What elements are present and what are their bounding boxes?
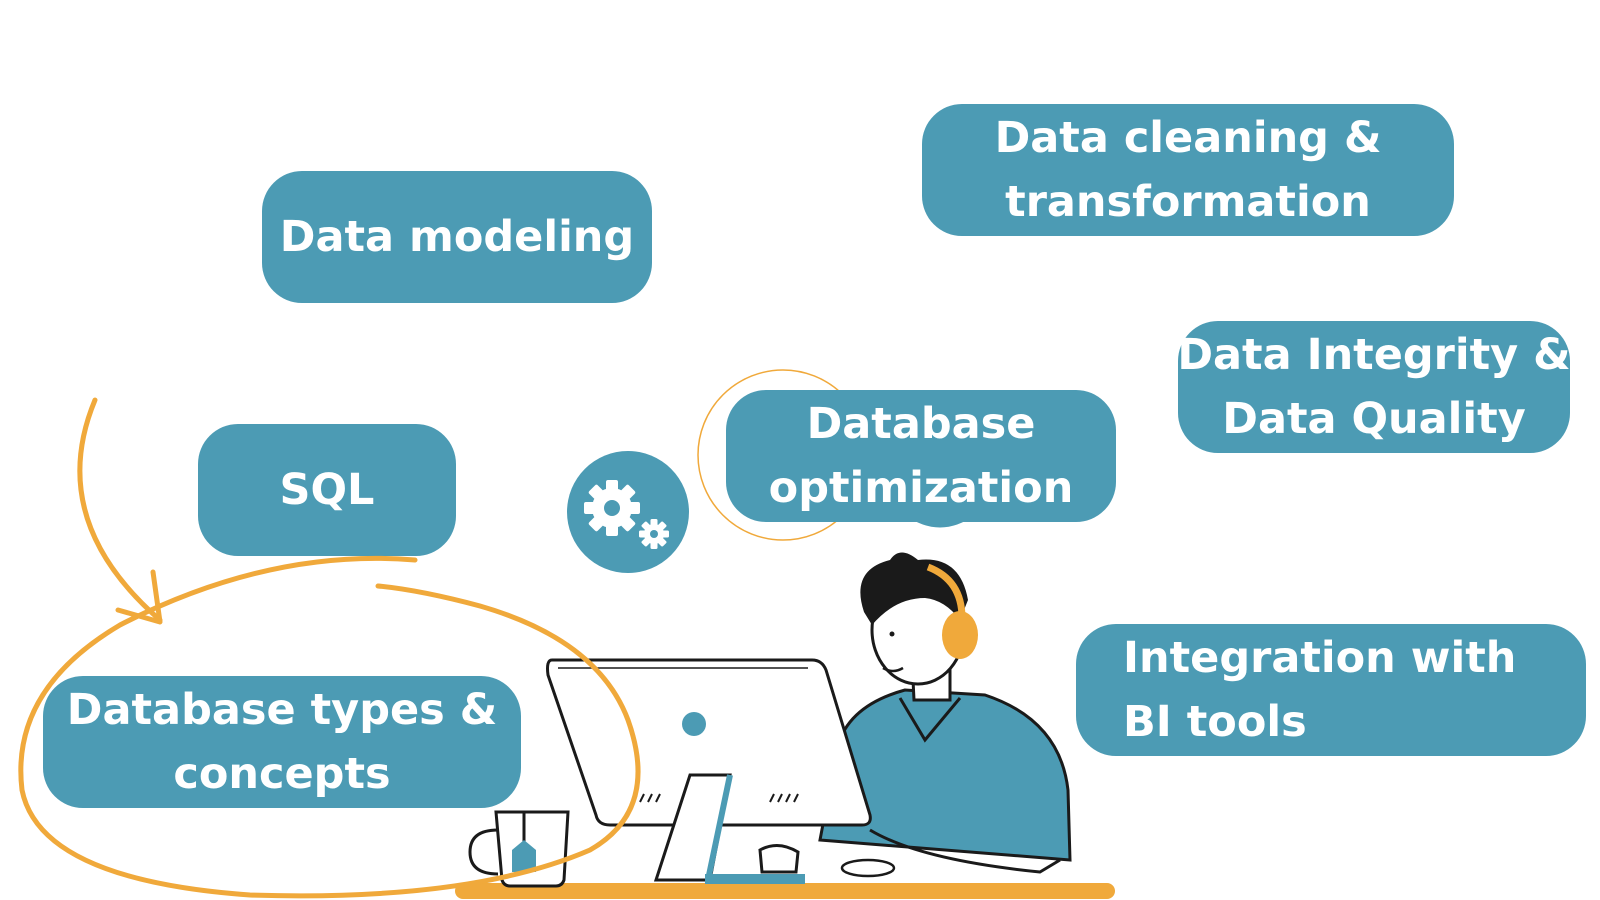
topic-database-types-line-1: Database types & [66, 685, 498, 735]
topic-sql: SQL [198, 424, 456, 556]
topic-bi-integration: Integration with BI tools [1076, 624, 1586, 756]
person-with-headphones-icon [818, 552, 1072, 878]
topic-bi-integration-line-1: Integration with [1123, 633, 1517, 683]
topic-data-integrity-line-2: Data Quality [1222, 394, 1526, 444]
topic-data-cleaning-line-1: Data cleaning & [994, 113, 1382, 163]
coffee-mug-icon [468, 810, 570, 888]
topic-database-optimization: Database optimization [726, 390, 1116, 522]
topic-data-modeling: Data modeling [262, 171, 652, 303]
topic-bi-integration-line-2: BI tools [1123, 697, 1307, 747]
topic-database-optimization-line-2: optimization [768, 463, 1074, 513]
gears-icon [567, 451, 689, 573]
desktop-computer-icon [546, 658, 872, 884]
topic-data-cleaning: Data cleaning & transformation [922, 104, 1454, 236]
topic-sql-line-1: SQL [279, 465, 375, 515]
topic-data-integrity-line-1: Data Integrity & [1177, 330, 1571, 380]
topic-data-modeling-line-1: Data modeling [279, 212, 635, 262]
topic-data-integrity: Data Integrity & Data Quality [1177, 321, 1571, 453]
topic-data-cleaning-line-2: transformation [1005, 177, 1371, 227]
topic-database-types: Database types & concepts [43, 676, 521, 808]
topic-database-types-line-2: concepts [173, 749, 391, 799]
topic-database-optimization-line-1: Database [806, 399, 1036, 449]
